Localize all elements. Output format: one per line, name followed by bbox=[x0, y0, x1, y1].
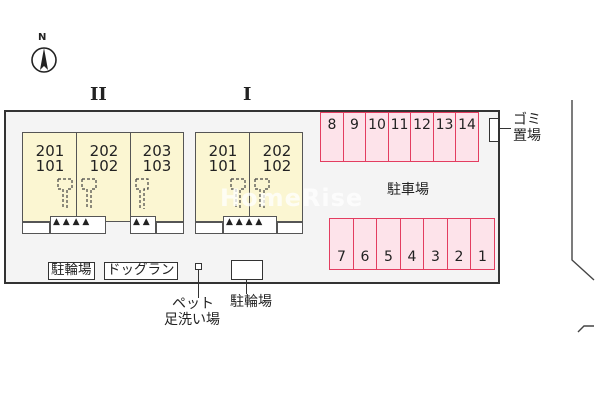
bike-parking-bottom-label: 駐輪場 bbox=[230, 294, 272, 310]
entrance-arrow-icon: ▲ ▲ ▲ ▲ bbox=[53, 217, 90, 227]
parking-spot-3: 3 bbox=[423, 218, 448, 270]
parking-spot-6: 6 bbox=[352, 218, 378, 270]
unit-102: 102 bbox=[262, 157, 292, 175]
stair-outline bbox=[57, 178, 149, 209]
building-2-divider bbox=[130, 132, 131, 222]
watermark: HomeRise bbox=[220, 184, 364, 212]
building-label-2: II bbox=[90, 84, 107, 105]
dog-run: ドッグラン bbox=[104, 262, 178, 280]
pet-footwash-label: 足洗い場 bbox=[164, 312, 220, 328]
parking-spot-14: 14 bbox=[455, 112, 479, 162]
building-2 bbox=[22, 132, 184, 222]
parking-spot-7: 7 bbox=[329, 218, 354, 270]
parking-spot-13: 13 bbox=[432, 112, 457, 162]
entrance-step bbox=[223, 216, 277, 234]
entrance-step bbox=[277, 222, 303, 234]
unit-201: 201 bbox=[208, 142, 238, 160]
bike-parking-box bbox=[231, 260, 263, 280]
compass: N bbox=[28, 32, 60, 80]
road-edge bbox=[571, 100, 595, 333]
pet-footwash-label: ペット bbox=[172, 296, 214, 312]
parking-spot-12: 12 bbox=[410, 112, 434, 162]
entrance-step bbox=[195, 222, 223, 234]
parking-top-row: 8 9 10 11 12 13 14 bbox=[320, 112, 490, 162]
garbage-leader bbox=[499, 128, 511, 129]
bike-parking-leader bbox=[246, 280, 247, 294]
pet-footwash-leader bbox=[198, 270, 199, 298]
entrance-step bbox=[22, 222, 50, 234]
parking-label: 駐車場 bbox=[387, 182, 429, 198]
unit-202: 202 bbox=[89, 142, 119, 160]
parking-spot-8: 8 bbox=[320, 112, 344, 162]
parking-spot-2: 2 bbox=[446, 218, 472, 270]
stair-outline bbox=[230, 178, 270, 209]
compass-north-label: N bbox=[38, 32, 47, 43]
entrance-step bbox=[156, 222, 184, 234]
bike-parking-left: 駐輪場 bbox=[48, 262, 95, 280]
parking-spot-11: 11 bbox=[387, 112, 412, 162]
unit-203: 203 bbox=[142, 142, 172, 160]
parking-spot-4: 4 bbox=[399, 218, 425, 270]
garbage-label: ゴミ bbox=[513, 112, 541, 128]
unit-102: 102 bbox=[89, 157, 119, 175]
entrance-arrow-icon: ▲ ▲ bbox=[133, 217, 150, 227]
garbage-label: 置場 bbox=[513, 128, 541, 144]
entrance-arrow-icon: ▲ ▲ ▲ ▲ bbox=[226, 217, 263, 227]
parking-spot-5: 5 bbox=[376, 218, 401, 270]
parking-spot-1: 1 bbox=[470, 218, 495, 270]
entrance-step bbox=[130, 216, 156, 234]
building-1-divider bbox=[249, 132, 250, 222]
unit-103: 103 bbox=[142, 157, 172, 175]
unit-201: 201 bbox=[35, 142, 65, 160]
unit-101: 101 bbox=[35, 157, 65, 175]
building-label-1: I bbox=[243, 84, 252, 105]
parking-spot-10: 10 bbox=[365, 112, 389, 162]
garbage-area bbox=[489, 118, 499, 142]
parking-spot-9: 9 bbox=[342, 112, 367, 162]
parking-bottom-row: 7 6 5 4 3 2 1 bbox=[329, 218, 495, 270]
entrance-step bbox=[50, 216, 106, 234]
pet-footwash-marker bbox=[195, 263, 202, 270]
unit-101: 101 bbox=[208, 157, 238, 175]
unit-202: 202 bbox=[262, 142, 292, 160]
compass-icon bbox=[31, 47, 57, 73]
building-2-divider bbox=[76, 132, 77, 222]
